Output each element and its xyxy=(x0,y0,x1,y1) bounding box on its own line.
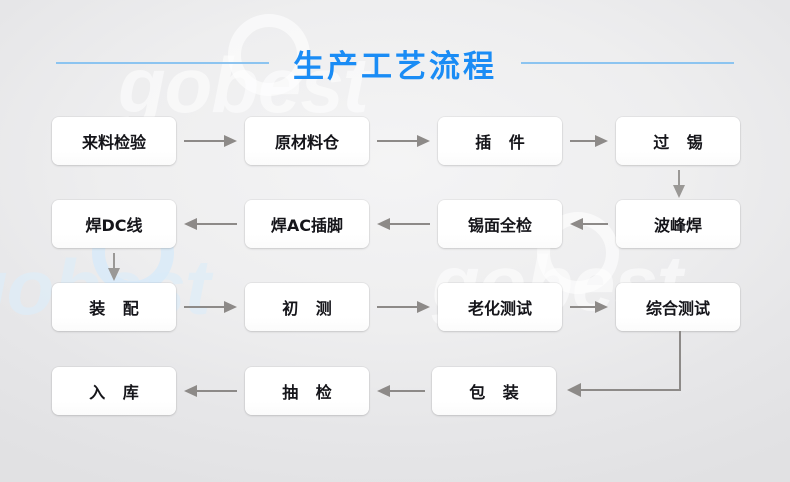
flow-node-warehousing[interactable]: 入 库 xyxy=(52,367,176,415)
flow-node-sampling-inspection[interactable]: 抽 检 xyxy=(245,367,369,415)
flow-node-solder-ac-pin[interactable]: 焊AC插脚 xyxy=(245,200,369,248)
arrow-head-icon xyxy=(224,301,237,313)
arrow-shaft xyxy=(184,306,224,308)
arrow-initial-test-to-aging-test xyxy=(377,301,430,313)
arrow-head-icon xyxy=(184,218,197,230)
arrow-head-icon xyxy=(595,135,608,147)
arrow-shaft xyxy=(583,223,608,225)
arrow-warehouse-to-insertion xyxy=(377,135,430,147)
arrow-head-icon xyxy=(417,135,430,147)
flow-node-tin-surface-inspection[interactable]: 锡面全检 xyxy=(438,200,562,248)
flow-node-incoming-inspection[interactable]: 来料检验 xyxy=(52,117,176,165)
arrow-ac-pin-to-dc-wire xyxy=(184,218,237,230)
flow-node-initial-test[interactable]: 初 测 xyxy=(245,283,369,331)
flow-node-comprehensive-test[interactable]: 综合测试 xyxy=(616,283,740,331)
page-header: 生产工艺流程 xyxy=(0,36,790,90)
arrow-head-icon xyxy=(224,135,237,147)
arrow-shaft xyxy=(377,306,417,308)
arrow-head-icon xyxy=(570,218,583,230)
flow-node-aging-test[interactable]: 老化测试 xyxy=(438,283,562,331)
arrow-tin-inspection-to-ac-pin xyxy=(377,218,430,230)
arrow-shaft xyxy=(390,223,430,225)
arrow-aging-test-to-comprehensive-test xyxy=(570,301,608,313)
flow-node-insertion[interactable]: 插 件 xyxy=(438,117,562,165)
arrow-head-icon xyxy=(417,301,430,313)
elbow-vertical-segment xyxy=(679,331,681,391)
arrow-shaft xyxy=(390,390,425,392)
arrow-head-icon xyxy=(595,301,608,313)
flow-node-assembly[interactable]: 装 配 xyxy=(52,283,176,331)
page-title: 生产工艺流程 xyxy=(293,48,497,85)
arrow-packaging-to-sampling xyxy=(377,385,425,397)
arrow-shaft xyxy=(570,306,595,308)
flow-node-solder-dc-wire[interactable]: 焊DC线 xyxy=(52,200,176,248)
arrow-incoming-to-warehouse xyxy=(184,135,237,147)
elbow-horizontal-segment xyxy=(581,389,681,391)
arrow-shaft xyxy=(197,223,237,225)
flow-node-packaging[interactable]: 包 装 xyxy=(432,367,556,415)
arrow-shaft xyxy=(112,253,115,268)
elbow-comprehensive-test-to-packaging xyxy=(555,331,685,397)
arrow-dc-wire-to-assembly xyxy=(107,253,120,281)
flow-node-raw-material-warehouse[interactable]: 原材料仓 xyxy=(245,117,369,165)
flow-node-wave-soldering[interactable]: 波峰焊 xyxy=(616,200,740,248)
arrow-head-icon xyxy=(107,268,120,281)
arrow-shaft xyxy=(184,140,224,142)
arrow-sampling-to-warehousing xyxy=(184,385,237,397)
flow-node-tinning[interactable]: 过 锡 xyxy=(616,117,740,165)
arrow-shaft xyxy=(677,170,680,185)
arrow-shaft xyxy=(197,390,237,392)
arrow-head-icon xyxy=(184,385,197,397)
arrow-head-icon xyxy=(672,185,685,198)
title-rule-right xyxy=(521,62,734,64)
arrow-wave-solder-to-tin-inspection xyxy=(570,218,608,230)
arrow-shaft xyxy=(570,140,595,142)
title-rule-left xyxy=(56,62,269,64)
arrow-assembly-to-initial-test xyxy=(184,301,237,313)
arrow-head-icon xyxy=(377,218,390,230)
arrow-head-icon xyxy=(377,385,390,397)
arrow-shaft xyxy=(377,140,417,142)
arrow-tinning-to-wave-solder xyxy=(672,170,685,198)
arrow-head-icon xyxy=(567,383,581,397)
arrow-insertion-to-tinning xyxy=(570,135,608,147)
